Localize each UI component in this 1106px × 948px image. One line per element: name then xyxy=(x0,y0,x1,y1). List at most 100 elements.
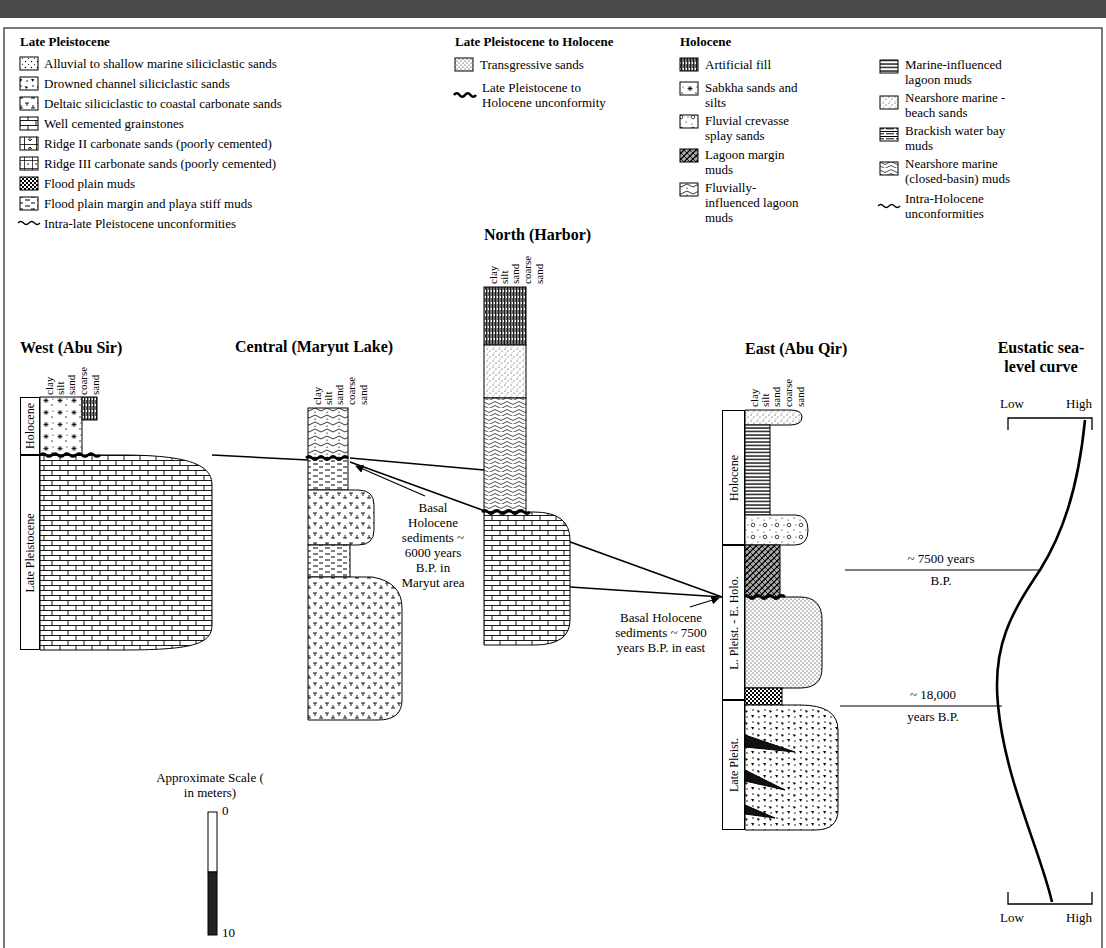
lagoon-margin-layer xyxy=(745,545,780,597)
flood-plain-mud-layer xyxy=(745,688,782,705)
annotation-label: ~ 18,000 years B.P. xyxy=(905,684,961,728)
stiff-mud-layer xyxy=(308,458,348,490)
age-box: Late Pleist. xyxy=(722,700,745,830)
grainstone-layer xyxy=(40,455,212,650)
grainstone-layer xyxy=(484,512,570,645)
legend-swatch xyxy=(20,77,38,90)
fill-layer xyxy=(484,287,526,345)
legend-swatch xyxy=(20,137,38,150)
annotation-label: High xyxy=(1066,910,1092,925)
legend-text: Alluvial to shallow marine siliciclastic… xyxy=(44,56,277,71)
north-column-strata xyxy=(482,287,570,645)
age-label: Holocene xyxy=(23,403,37,449)
legend-swatch xyxy=(880,60,898,73)
annotations xyxy=(208,418,1092,935)
annotation-label: ~ 7500 years B.P. xyxy=(905,548,977,592)
legend-swatch xyxy=(878,205,900,208)
age-box: Late Pleistocene xyxy=(20,455,40,650)
legend-text: Brackish water bay muds xyxy=(905,123,1025,153)
mud-wedge xyxy=(745,735,795,818)
unconformity xyxy=(40,454,100,457)
grain-size-label: sand xyxy=(509,264,521,284)
annotation-label: 0 xyxy=(222,803,229,818)
deltaic-sand-layer xyxy=(308,577,402,720)
legend-swatch xyxy=(680,58,698,71)
grain-size-label: sand xyxy=(65,375,77,395)
legend-swatch xyxy=(20,177,38,190)
legend-heading: Late Pleistocene xyxy=(20,34,110,49)
legend-swatch xyxy=(20,97,38,110)
fill-layer xyxy=(82,397,97,420)
time-line xyxy=(845,569,1040,570)
legend-text: Marine-influenced lagoon muds xyxy=(905,57,1025,87)
age-label: Late Pleistocene xyxy=(23,513,37,592)
legend-swatch xyxy=(20,157,38,170)
legend-swatch xyxy=(680,149,698,162)
grain-size-label: clay xyxy=(43,377,55,395)
stratigraphic-column: West (Abu Sir)HoloceneLate Pleistocene xyxy=(20,397,212,650)
age-box: L. Pleist. - E. Holo. xyxy=(722,545,745,700)
beach-sand-layer xyxy=(484,345,526,398)
lagoon-mud-layer xyxy=(308,408,348,458)
legend-text: Intra-Holocene unconformities xyxy=(905,191,1025,221)
stiff-mud-layer xyxy=(308,545,350,577)
legend-swatch xyxy=(880,128,898,141)
correlation-line xyxy=(350,458,484,470)
legend-swatches xyxy=(18,57,900,225)
grain-size-label: coarse sand xyxy=(782,375,806,407)
grain-size-label: coarse sand xyxy=(345,373,369,405)
legend-text: Drowned channel siliciclastic sands xyxy=(44,76,230,91)
legend-swatch xyxy=(680,183,698,196)
sabkha-layer xyxy=(40,397,82,455)
legend-text: Nearshore marine -beach sands xyxy=(905,90,1025,120)
legend-swatch xyxy=(20,57,38,70)
central-column-strata xyxy=(306,408,402,720)
annotation-label: Basal Holocene sediments ~ 6000 years B.… xyxy=(397,500,469,590)
legend-text: Ridge II carbonate sands (poorly cemente… xyxy=(44,136,272,151)
transgressive-sand-layer xyxy=(745,597,822,688)
legend-swatch xyxy=(18,222,40,225)
lagoon-mud-layer xyxy=(745,425,770,515)
age-box: Holocene xyxy=(20,397,40,455)
annotation-label: Basal Holocene sediments ~ 7500 years B.… xyxy=(615,610,707,655)
top-bar xyxy=(0,0,1106,18)
annotation-label: 10 xyxy=(222,925,235,940)
column-title: West (Abu Sir) xyxy=(20,339,122,357)
legend-heading: Holocene xyxy=(680,34,731,49)
crevasse-sand-layer xyxy=(745,515,808,545)
legend-text: Fluvial crevasse splay sands xyxy=(705,113,800,143)
legend-swatch xyxy=(680,82,698,95)
age-box: Holocene xyxy=(722,410,745,545)
legend-text: Intra-late Pleistocene unconformities xyxy=(44,216,236,231)
legend-text: Transgressive sands xyxy=(480,57,584,72)
legend-swatch xyxy=(880,96,898,109)
east-column-strata xyxy=(743,410,838,830)
legend-text: Well cemented grainstones xyxy=(44,116,184,131)
west-column-strata xyxy=(40,397,212,650)
callout-arrow xyxy=(356,466,425,496)
scale-bar xyxy=(208,872,217,935)
column-title: Central (Maryut Lake) xyxy=(235,338,393,356)
scale-bar xyxy=(208,812,217,872)
legend-text: Sabkha sands and silts xyxy=(705,80,800,110)
legend-text: Deltaic siliciclastic to coastal carbona… xyxy=(44,96,282,111)
callout-arrow xyxy=(690,598,719,607)
legend-swatch xyxy=(455,58,473,71)
legend-swatch xyxy=(454,93,476,97)
legend-swatch xyxy=(20,117,38,130)
unconformity xyxy=(743,596,785,599)
legend-swatch xyxy=(20,197,38,210)
age-label: Late Pleist. xyxy=(727,738,741,792)
annotation-label: Low xyxy=(1000,910,1024,925)
grain-size-label: clay xyxy=(311,387,323,405)
grain-size-label: coarse sand xyxy=(521,252,545,284)
stratigraphic-column: Central (Maryut Lake) xyxy=(308,408,350,720)
grain-size-label: sand xyxy=(770,387,782,407)
grain-size-label: silt xyxy=(322,392,334,405)
legend-swatch xyxy=(680,115,698,128)
time-line xyxy=(840,705,1002,706)
annotation-label: Low xyxy=(1000,396,1024,411)
legend-swatch xyxy=(880,162,898,175)
deltaic-sand-layer xyxy=(308,490,374,545)
